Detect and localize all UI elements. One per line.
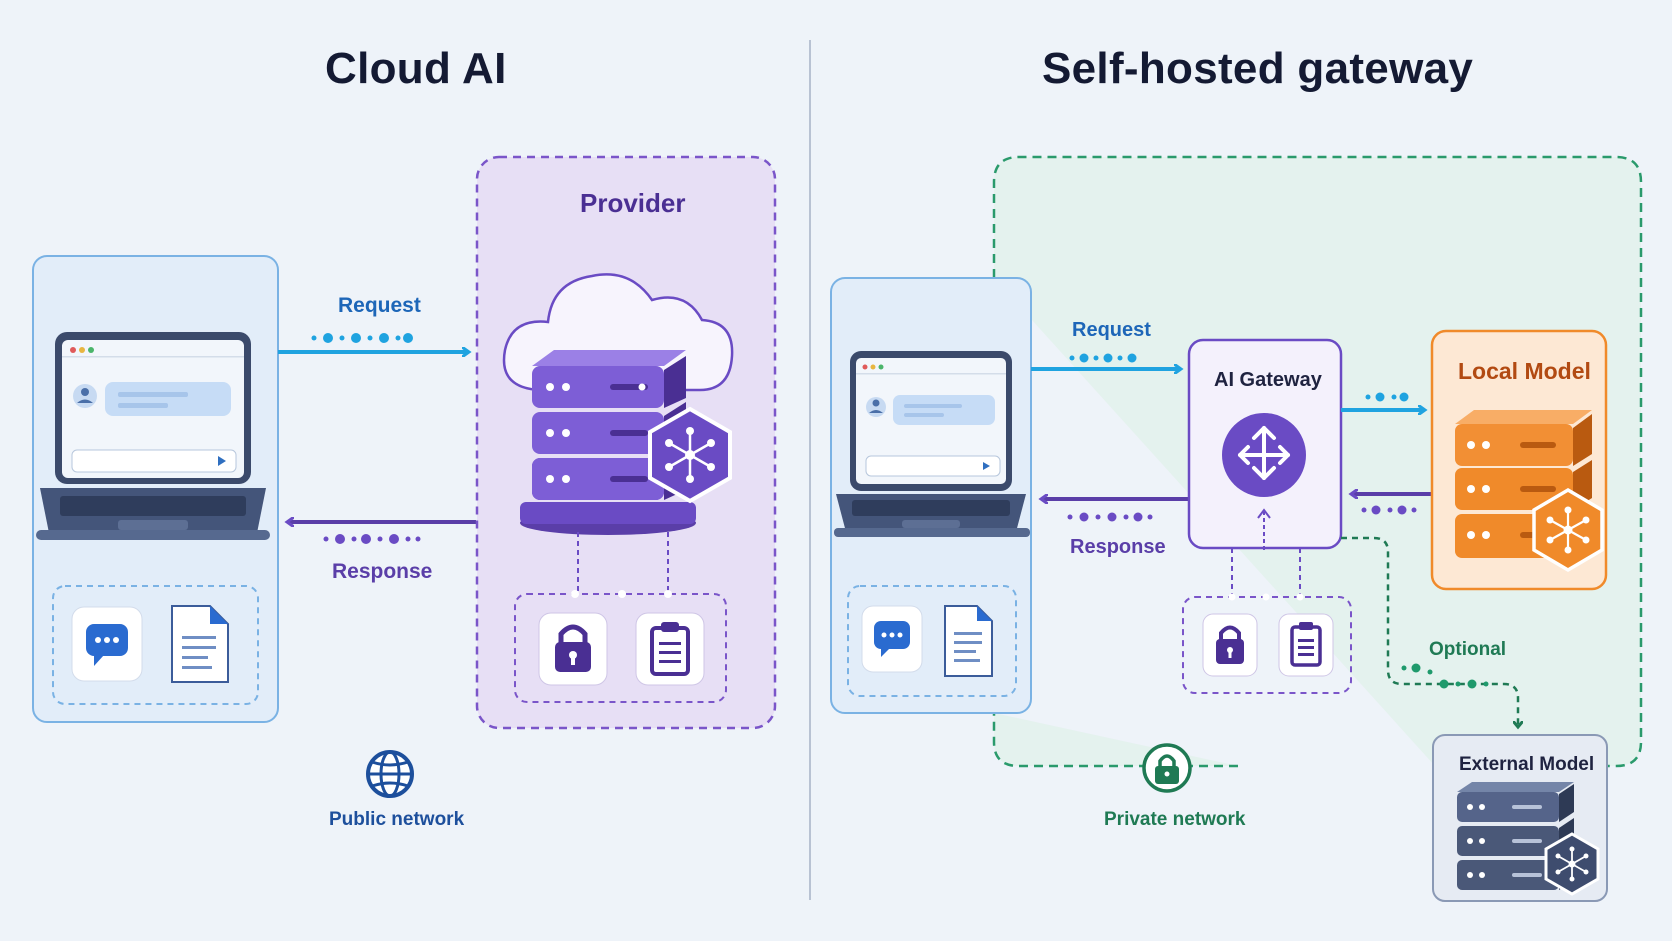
public-network-label: Public network	[329, 809, 465, 830]
private-network-lock-icon	[1142, 743, 1192, 793]
laptop-icon	[36, 332, 270, 540]
chat-icon	[71, 606, 143, 682]
gateway-response-label: Response	[1070, 536, 1166, 558]
globe-icon	[366, 750, 414, 798]
clipboard-icon	[1278, 613, 1334, 677]
gateway-to-local-dots	[1365, 392, 1409, 402]
cloud-client-panel	[32, 255, 279, 723]
local-model-node	[1430, 329, 1608, 591]
cloud-response-label: Response	[332, 560, 433, 583]
external-model-label: External Model	[1459, 754, 1595, 775]
chat-icon	[861, 605, 923, 673]
external-model-node	[1432, 734, 1608, 902]
local-model-label: Local Model	[1458, 358, 1591, 384]
optional-label: Optional	[1429, 639, 1507, 660]
cloud-request-dots	[311, 333, 413, 343]
ai-gateway-node	[1187, 338, 1343, 550]
gateway-tools	[1182, 548, 1352, 694]
cloud-ai-title: Cloud AI	[325, 44, 507, 93]
gateway-client-panel	[830, 277, 1032, 714]
external-model-hex-icon	[1544, 832, 1600, 896]
optional-dots	[1401, 663, 1489, 689]
cloud-response-dots	[323, 534, 421, 544]
provider-panel	[475, 155, 777, 730]
laptop-icon	[834, 351, 1030, 537]
cloud-request-label: Request	[338, 294, 421, 317]
lock-icon	[538, 612, 608, 686]
gateway-request-dots	[1069, 353, 1137, 363]
optional-external-path	[1341, 536, 1518, 726]
self-hosted-title: Self-hosted gateway	[1042, 44, 1474, 93]
clipboard-icon	[635, 612, 705, 686]
ai-gateway-label: AI Gateway	[1214, 369, 1322, 391]
ai-model-hex-icon	[648, 406, 732, 504]
external-server-icon	[1457, 782, 1574, 890]
local-server-icon	[1455, 410, 1592, 558]
document-icon	[171, 605, 229, 683]
lock-icon	[1202, 613, 1258, 677]
private-network-label: Private network	[1104, 809, 1246, 830]
document-icon	[944, 605, 993, 677]
gateway-response-dots	[1067, 512, 1153, 522]
local-model-hex-icon	[1532, 487, 1604, 573]
provider-label: Provider	[580, 188, 686, 218]
gateway-request-label: Request	[1072, 319, 1151, 341]
local-to-gateway-dots	[1361, 505, 1417, 515]
